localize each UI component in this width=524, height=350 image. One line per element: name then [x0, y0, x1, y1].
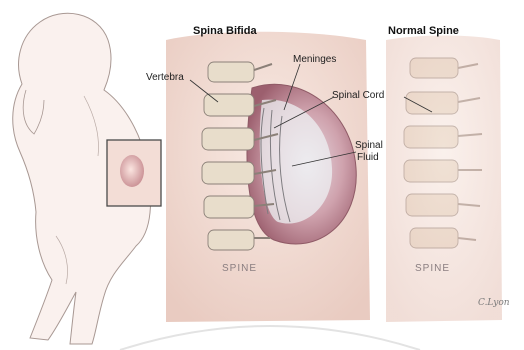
bottom-arc — [120, 326, 420, 350]
normal-spine-heading: Normal Spine — [388, 26, 459, 37]
meninges-label: Meninges — [293, 54, 336, 65]
spina-bifida-heading: Spina Bifida — [193, 26, 257, 37]
spinal-label: Spinal — [355, 140, 383, 151]
spine-watermark-right: SPINE — [415, 263, 450, 274]
spine-watermark-left: SPINE — [222, 263, 257, 274]
normal-spine-skin — [386, 36, 502, 323]
artist-signature: C.Lyon — [478, 298, 510, 308]
spinal-cord-label: Spinal Cord — [332, 90, 384, 101]
fluid-label: Fluid — [357, 152, 379, 163]
vertebra-label: Vertebra — [146, 72, 184, 83]
lesion-bump — [120, 155, 144, 187]
